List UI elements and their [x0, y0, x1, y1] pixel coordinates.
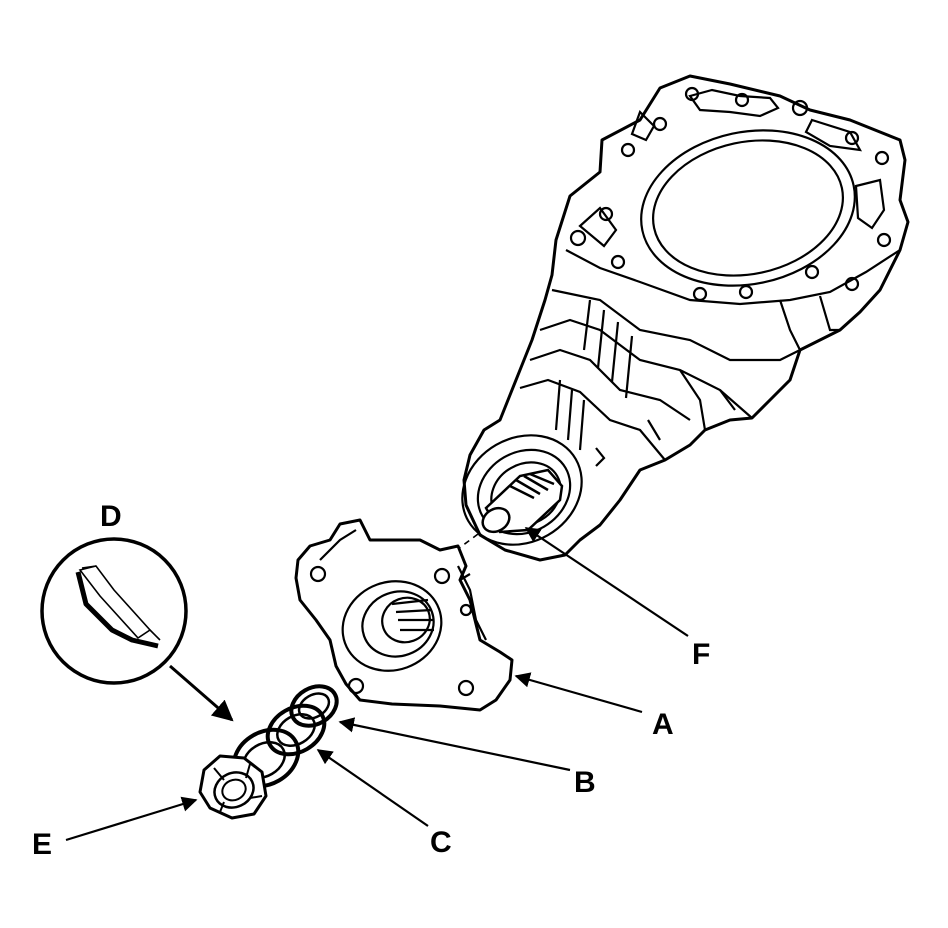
washer — [265, 703, 327, 757]
housing-details — [461, 86, 901, 546]
label-a: A — [652, 708, 674, 741]
companion-flange — [294, 518, 514, 712]
leader-lines — [65, 527, 689, 842]
label-c: C — [430, 826, 452, 859]
label-d: D — [100, 500, 122, 533]
detail-view — [40, 537, 188, 685]
leader-f — [524, 527, 689, 637]
leader-d — [169, 664, 234, 722]
leader-e — [65, 796, 198, 842]
leader-c — [316, 749, 429, 827]
label-f: F — [692, 638, 710, 671]
label-b: B — [574, 766, 596, 799]
label-e: E — [32, 828, 52, 861]
leader-b — [338, 717, 571, 772]
locknut — [198, 754, 268, 820]
output-shaft — [481, 468, 564, 534]
companion-flange-details — [309, 529, 487, 697]
transfer-case-housing — [462, 74, 910, 562]
leader-a — [514, 672, 643, 714]
